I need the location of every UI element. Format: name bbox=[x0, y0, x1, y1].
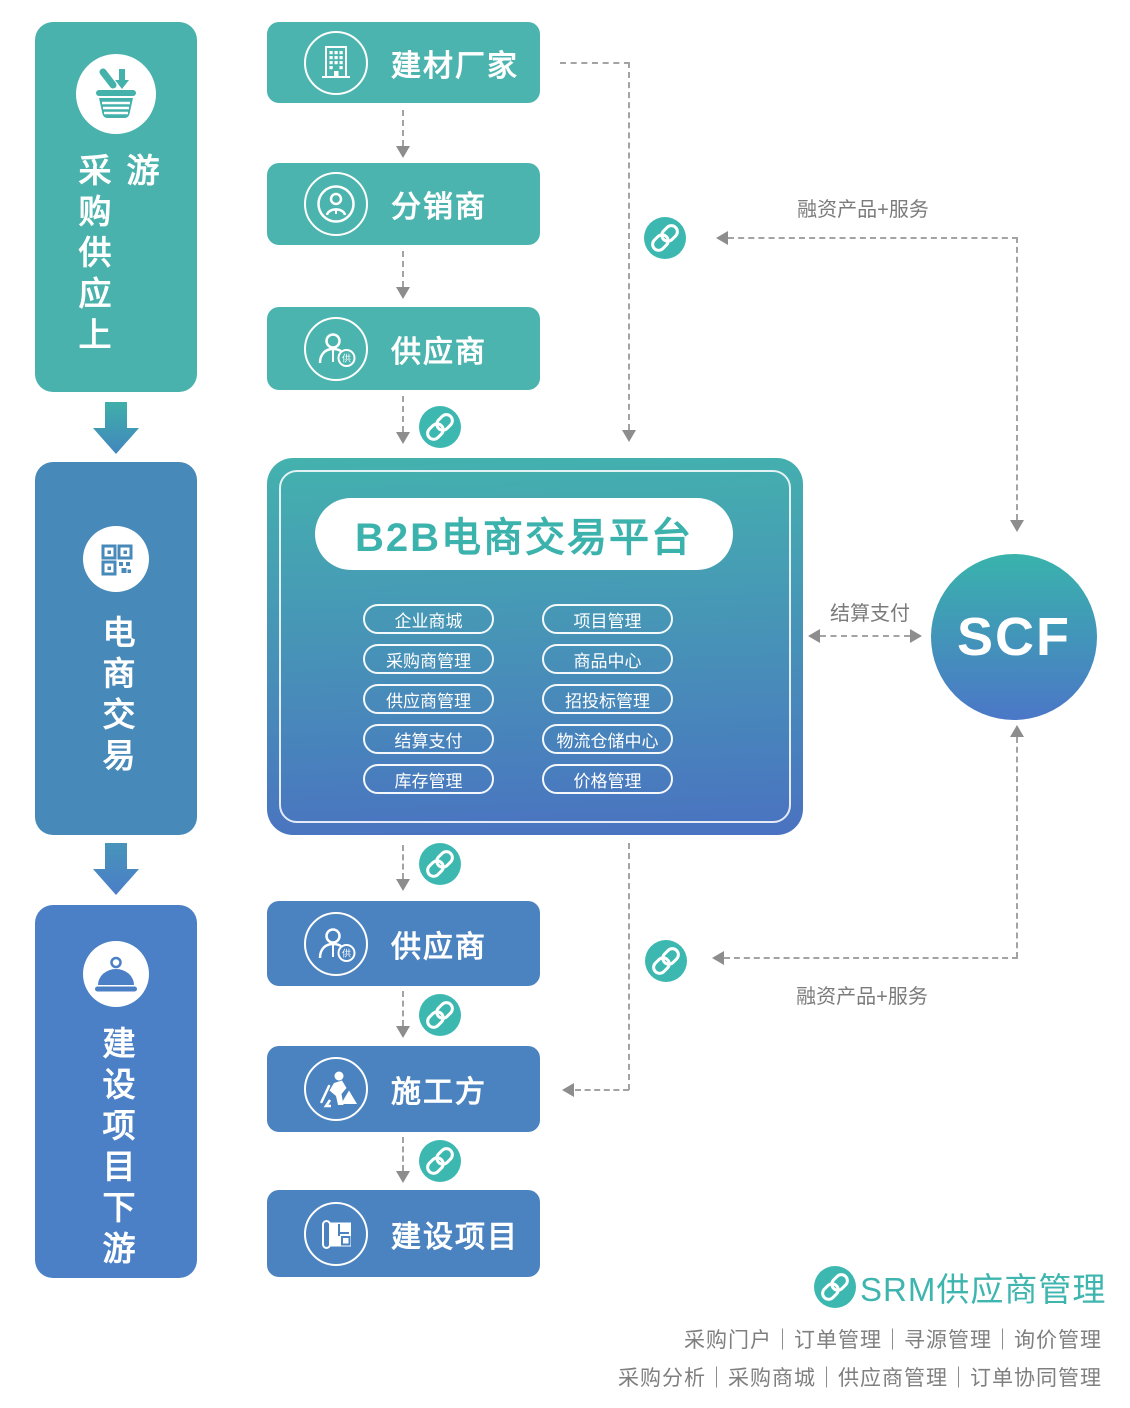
module-pill: 供应商管理 bbox=[363, 684, 494, 714]
connector-distributor-supplier bbox=[402, 251, 404, 287]
down-arrow-ecommerce-to-downstream bbox=[93, 843, 139, 895]
supplier-person-icon: 供 bbox=[303, 911, 369, 977]
connector-platform-scf bbox=[820, 635, 910, 637]
manufacturer-box: 建材厂家 bbox=[267, 22, 540, 103]
supplier-bottom-box: 供 供应商 bbox=[267, 901, 540, 986]
arrowhead-down bbox=[1010, 520, 1024, 532]
module-pill: 采购商管理 bbox=[363, 644, 494, 674]
connector-manufacturer-elbow-h bbox=[560, 62, 630, 64]
arrowhead-right bbox=[910, 629, 922, 643]
connector-manufacturer-elbow-v bbox=[628, 62, 630, 430]
svg-text:供: 供 bbox=[342, 352, 351, 363]
arrowhead-left bbox=[562, 1083, 574, 1097]
arrowhead-down bbox=[396, 287, 410, 299]
module-pill: 企业商城 bbox=[363, 604, 494, 634]
platform-module-grid: 企业商城 项目管理 采购商管理 商品中心 供应商管理 招投标管理 结算支付 物流… bbox=[363, 604, 673, 794]
connector-platform-constructor-h bbox=[575, 1089, 629, 1091]
qr-code-icon bbox=[83, 526, 149, 597]
distributor-label: 分销商 bbox=[391, 191, 487, 224]
hard-hat-icon bbox=[83, 941, 149, 1012]
connector-supplier-platform bbox=[402, 396, 404, 432]
platform-inner-border bbox=[279, 470, 791, 823]
distributor-box: 分销商 bbox=[267, 163, 540, 245]
scf-label: SCF bbox=[957, 607, 1071, 667]
platform-title: B2B电商交易平台 bbox=[315, 498, 733, 570]
constructor-box: 施工方 bbox=[267, 1046, 540, 1132]
chain-link-icon bbox=[419, 406, 461, 448]
financing-bottom-label: 融资产品+服务 bbox=[796, 986, 928, 1008]
arrowhead-down bbox=[396, 146, 410, 158]
chain-link-icon bbox=[644, 217, 686, 259]
manufacturer-label: 建材厂家 bbox=[391, 49, 519, 83]
down-arrow-upstream-to-ecommerce bbox=[93, 402, 139, 454]
settlement-label: 结算支付 bbox=[830, 603, 910, 625]
project-label: 建设项目 bbox=[391, 1220, 519, 1254]
chain-link-icon bbox=[419, 843, 461, 885]
arrowhead-left bbox=[808, 629, 820, 643]
constructor-label: 施工方 bbox=[391, 1076, 487, 1109]
chain-link-icon bbox=[419, 1140, 461, 1182]
srm-modules-line-1: 采购门户｜订单管理｜寻源管理｜询价管理 bbox=[684, 1329, 1102, 1352]
downstream-stage-box: 建设项目下游 bbox=[35, 905, 197, 1278]
upstream-stage-label: 采购供应上游 bbox=[74, 153, 159, 358]
upstream-stage-box: 采购供应上游 bbox=[35, 22, 197, 392]
scf-circle: SCF bbox=[931, 554, 1097, 720]
person-avatar-icon bbox=[303, 171, 369, 237]
module-pill: 物流仓储中心 bbox=[542, 724, 673, 754]
ecommerce-stage-label: 电商交易 bbox=[98, 615, 135, 779]
arrowhead-left bbox=[716, 231, 728, 245]
chain-link-icon bbox=[419, 994, 461, 1036]
supplier-person-icon: 供 bbox=[303, 316, 369, 382]
connector-platform-supplier bbox=[402, 845, 404, 879]
arrowhead-down bbox=[396, 1026, 410, 1038]
basket-download-icon bbox=[76, 54, 156, 139]
connector-scf-financing-top-h bbox=[728, 237, 1018, 239]
svg-text:供: 供 bbox=[342, 947, 351, 958]
arrowhead-up bbox=[1010, 725, 1024, 737]
connector-scf-financing-bottom-h bbox=[724, 957, 1018, 959]
financing-top-label: 融资产品+服务 bbox=[797, 199, 929, 221]
building-icon bbox=[303, 30, 369, 96]
module-pill: 项目管理 bbox=[542, 604, 673, 634]
srm-modules-line-2: 采购分析｜采购商城｜供应商管理｜订单协同管理 bbox=[618, 1367, 1102, 1390]
connector-scf-financing-top-v bbox=[1016, 237, 1018, 520]
connector-constructor-project bbox=[402, 1137, 404, 1171]
chain-link-icon bbox=[814, 1266, 856, 1308]
connector-supplier-constructor bbox=[402, 991, 404, 1026]
arrowhead-down bbox=[396, 432, 410, 444]
module-pill: 价格管理 bbox=[542, 764, 673, 794]
module-pill: 结算支付 bbox=[363, 724, 494, 754]
arrowhead-left bbox=[712, 951, 724, 965]
supplier-top-label: 供应商 bbox=[391, 335, 487, 369]
connector-manufacturer-distributor bbox=[402, 110, 404, 146]
module-pill: 库存管理 bbox=[363, 764, 494, 794]
ecommerce-stage-box: 电商交易 bbox=[35, 462, 197, 835]
blueprint-icon bbox=[303, 1201, 369, 1267]
construction-worker-icon bbox=[303, 1056, 369, 1122]
srm-title: SRM供应商管理 bbox=[860, 1271, 1107, 1308]
supplier-bottom-label: 供应商 bbox=[391, 930, 487, 964]
arrowhead-down bbox=[396, 879, 410, 891]
project-box: 建设项目 bbox=[267, 1190, 540, 1277]
arrowhead-down bbox=[396, 1171, 410, 1183]
connector-scf-financing-bottom-v bbox=[1016, 737, 1018, 958]
module-pill: 招投标管理 bbox=[542, 684, 673, 714]
downstream-stage-label: 建设项目下游 bbox=[98, 1026, 135, 1272]
supplier-top-box: 供 供应商 bbox=[267, 307, 540, 390]
arrowhead-down bbox=[622, 430, 636, 442]
module-pill: 商品中心 bbox=[542, 644, 673, 674]
chain-link-icon bbox=[645, 940, 687, 982]
connector-platform-constructor-v bbox=[628, 843, 630, 1090]
